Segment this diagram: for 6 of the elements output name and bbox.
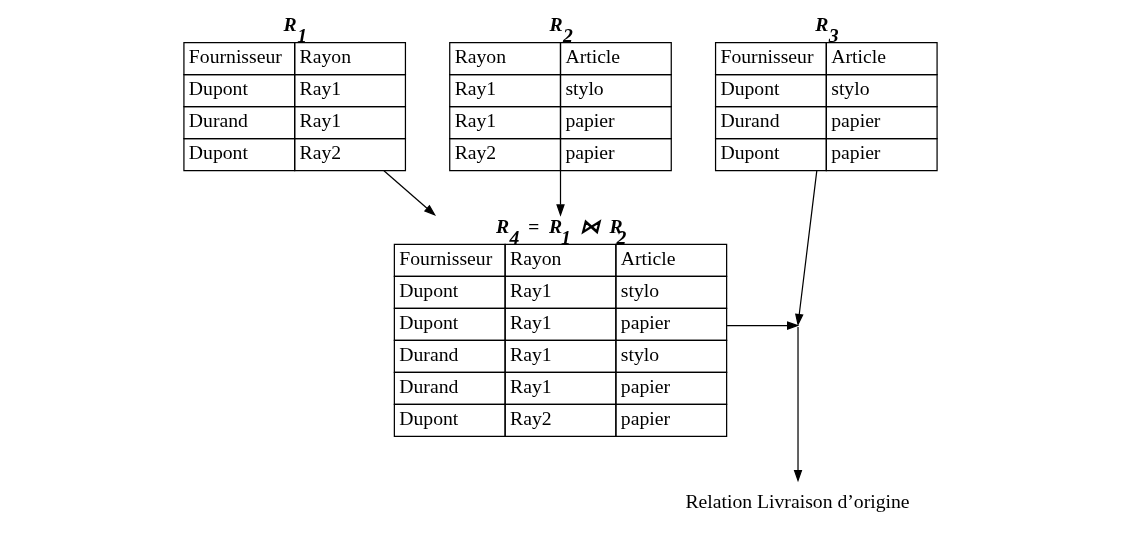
arrow <box>787 313 804 483</box>
arrow <box>795 170 818 327</box>
arrow <box>726 321 800 330</box>
arrow <box>383 170 437 217</box>
arrow <box>556 170 565 217</box>
node-text: Relation Livraison d’origine <box>685 489 910 512</box>
